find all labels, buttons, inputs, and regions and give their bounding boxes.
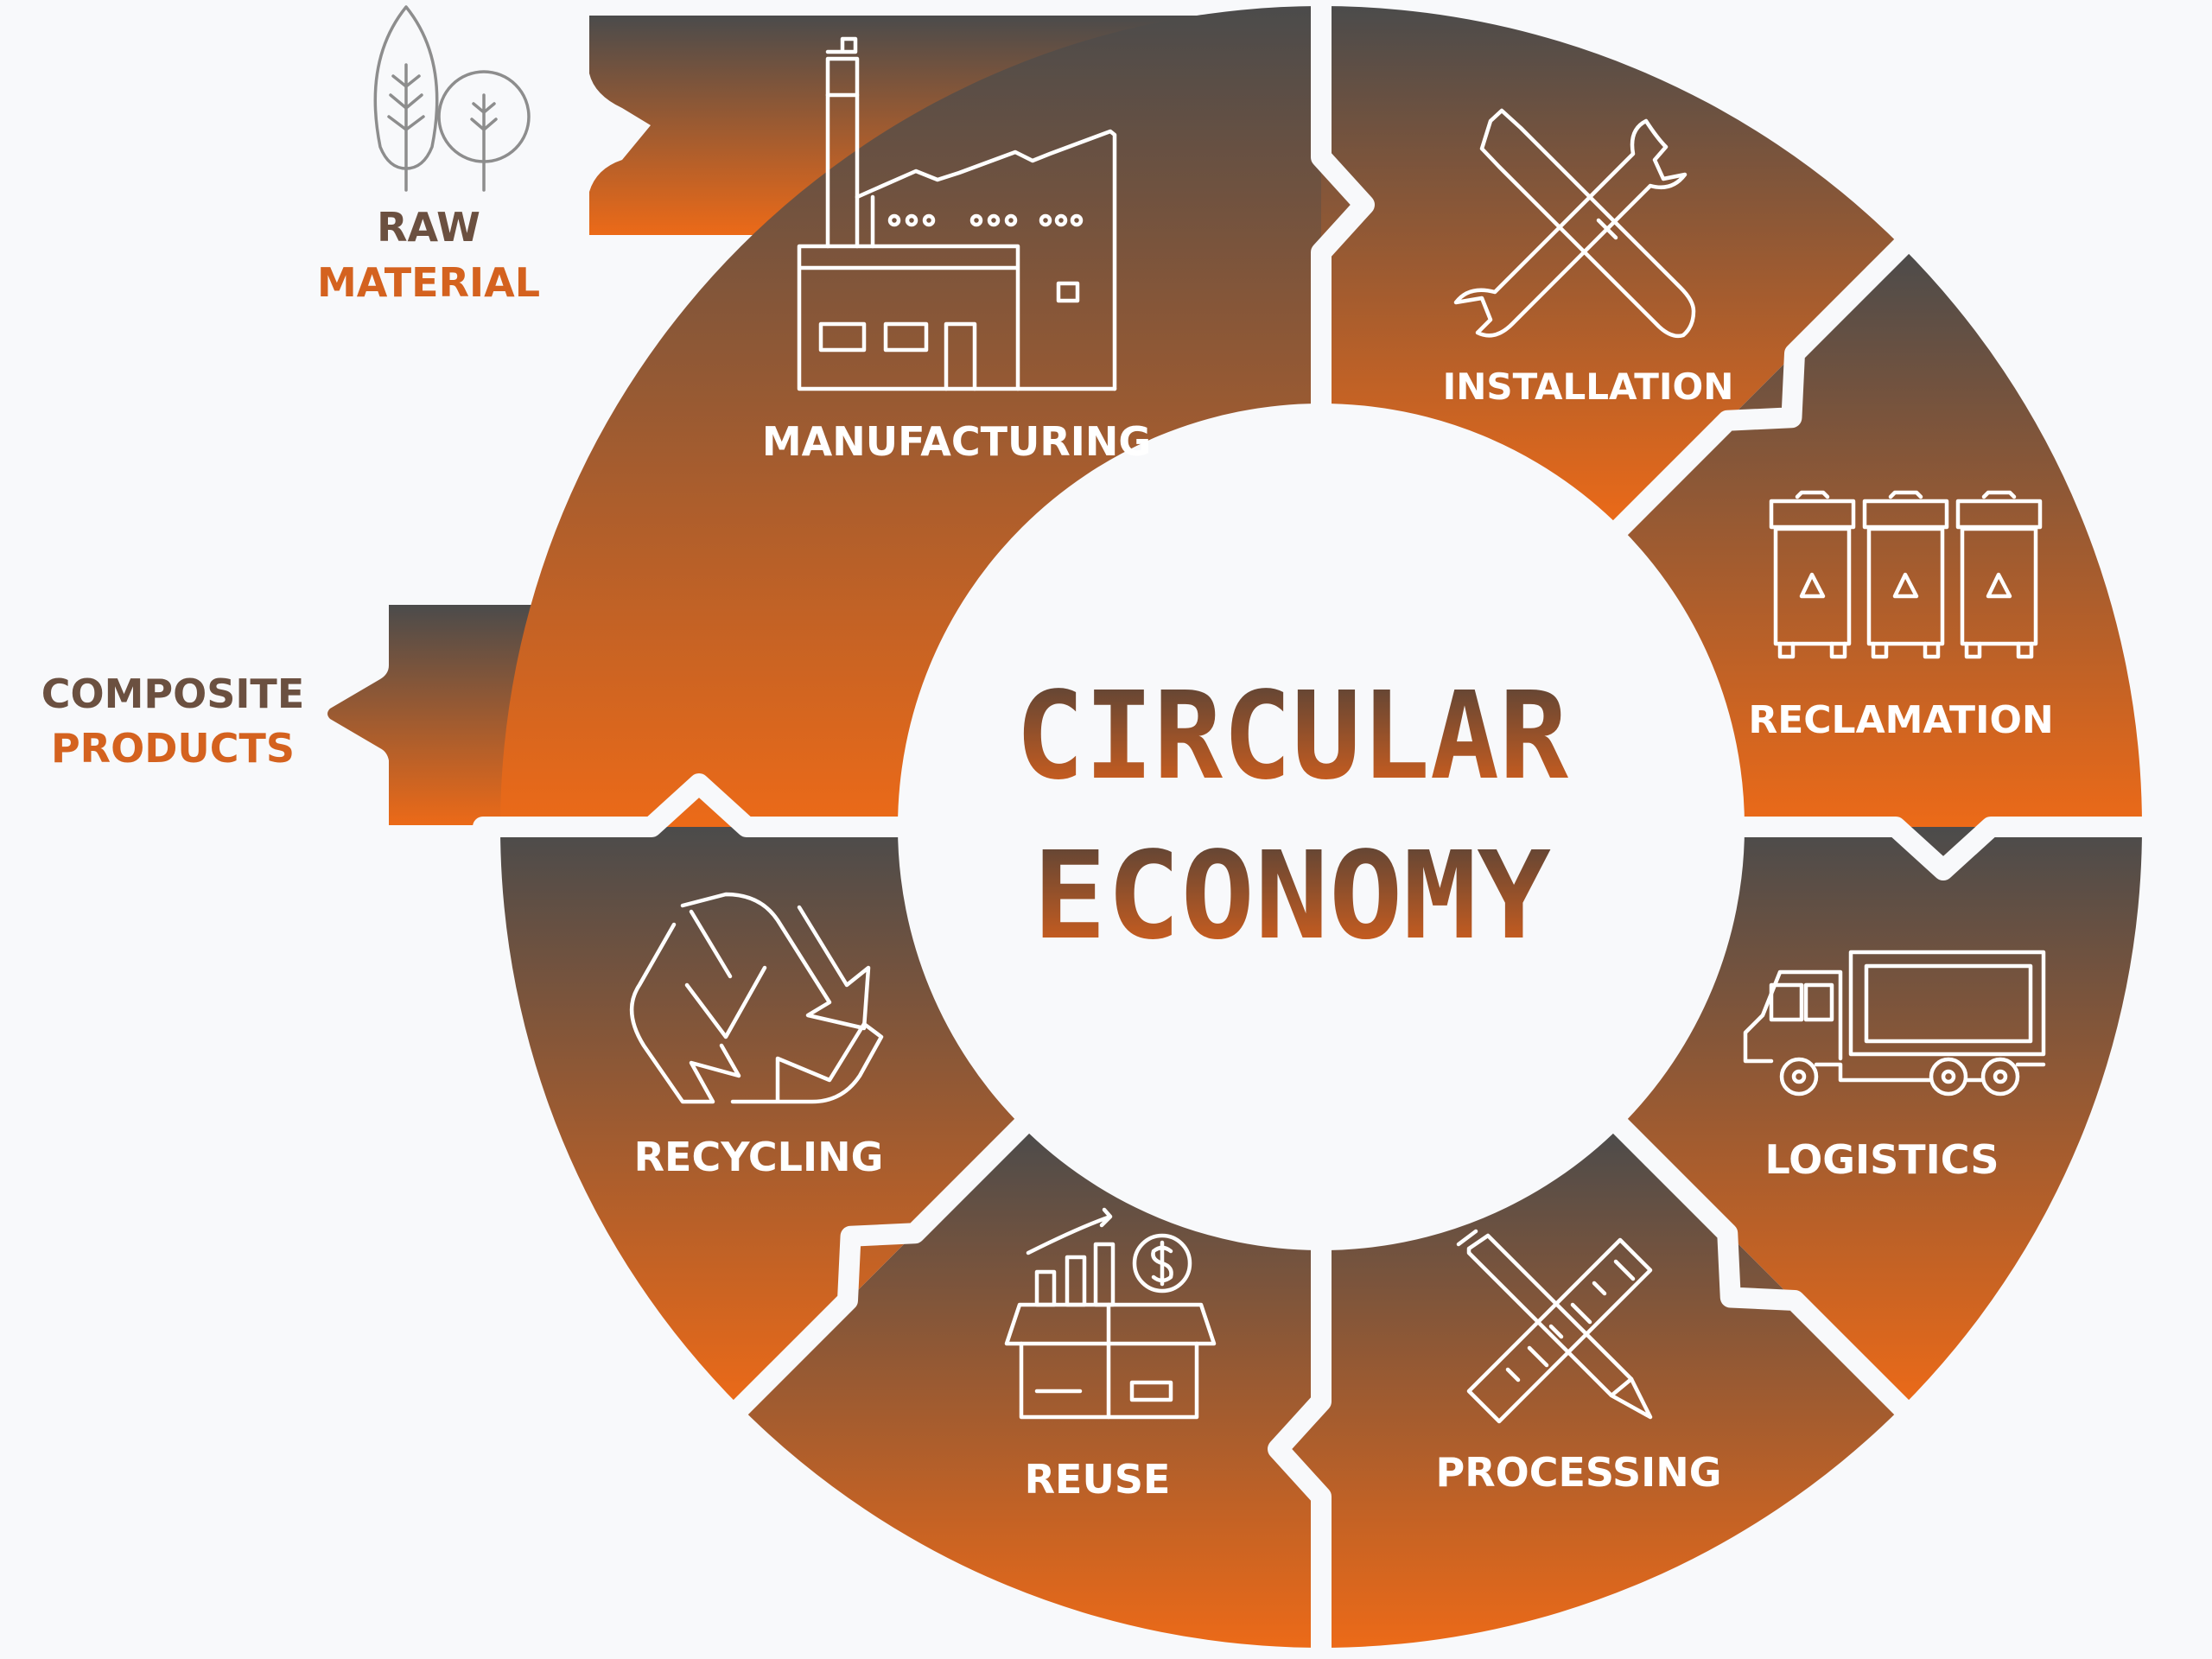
ring-divider — [718, 1109, 1039, 1430]
factory-icon — [797, 36, 1117, 391]
ring-divider — [1311, 0, 1375, 423]
stage-label-logistics: LOGISTICS — [1764, 1136, 1999, 1183]
recycle-bins-icon — [1769, 490, 2043, 659]
ring-divider — [1268, 1231, 1332, 1659]
tree-icon — [373, 5, 531, 192]
ring-segment-reclamation — [1620, 827, 2142, 1408]
ring-divider — [1604, 1109, 1924, 1430]
stage-label-installation: INSTALLATION — [1443, 365, 1734, 408]
title-line-2: ECONOMY — [1033, 826, 1551, 967]
raw-material-label-2: MATERIAL — [317, 259, 540, 306]
ring-segment-installation — [1620, 246, 2142, 828]
tools-icon — [1453, 108, 1696, 339]
ring-segment-reuse — [500, 827, 1022, 1408]
ring-divider — [1604, 224, 1924, 544]
ring-segment-manufacturing — [1321, 6, 1902, 528]
composite-products-label-1: COMPOSITE — [41, 671, 305, 717]
truck-icon — [1743, 950, 2046, 1096]
ring-divider — [1726, 817, 2170, 880]
ring-divider — [473, 773, 917, 837]
raw-material-label-1: RAW — [377, 204, 480, 251]
ruler-pencil-icon — [1456, 1229, 1653, 1424]
ring-segment-processing — [741, 1126, 1321, 1648]
composite-products-label-2: PRODUCTS — [51, 725, 295, 772]
stage-label-manufacturing: MANUFACTURING — [762, 418, 1151, 465]
box-growth-icon — [1004, 1207, 1217, 1420]
stage-label-reclamation: RECLAMATION — [1748, 698, 2053, 742]
recycle-icon — [629, 892, 884, 1104]
stage-label-processing: PROCESSING — [1436, 1449, 1722, 1496]
stage-label-reuse: REUSE — [1025, 1456, 1171, 1503]
title-line-1: CIRCULAR — [1015, 666, 1569, 807]
stage-label-recycling: RECYCLING — [634, 1134, 884, 1180]
center-circle — [908, 414, 1734, 1240]
ring-segment-logistics — [1321, 1126, 1902, 1648]
